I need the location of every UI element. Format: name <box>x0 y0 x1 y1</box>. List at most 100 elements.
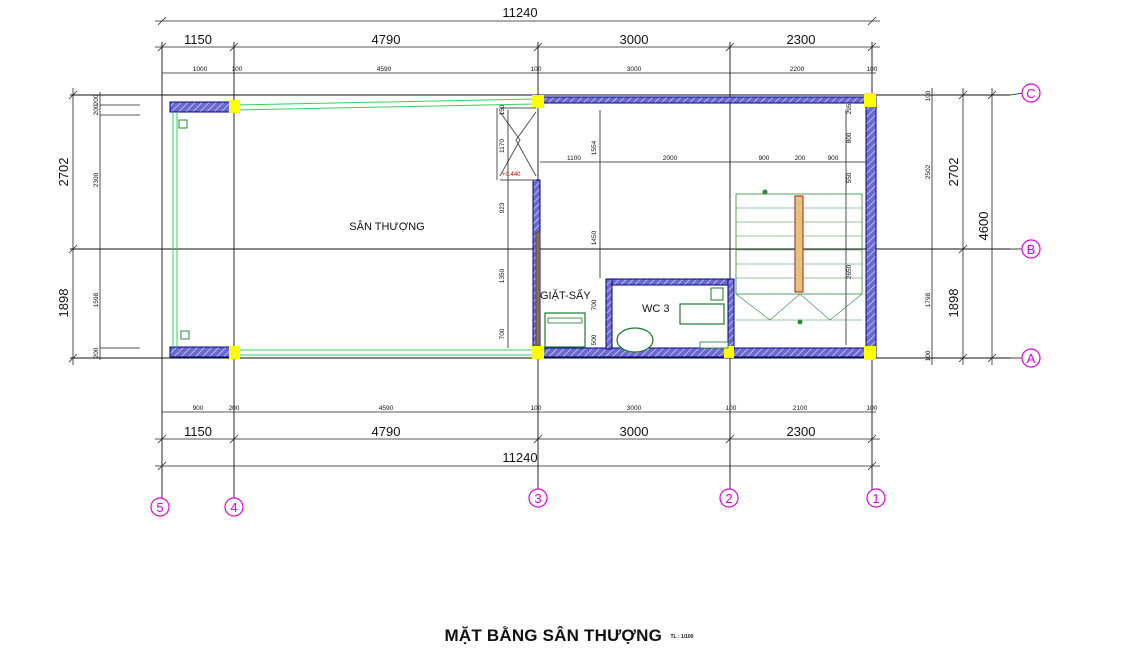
dim-top-main-3: 3000 <box>620 32 649 47</box>
dim-top-total: 11240 <box>502 5 537 20</box>
dim-bottom-detail-7: 2100 <box>793 405 808 412</box>
column <box>229 346 240 359</box>
room-label-wc: WC 3 <box>642 303 670 315</box>
dim-interior-17: 500 <box>591 334 598 345</box>
dim-top-main-4: 2300 <box>787 32 816 47</box>
washing-machine-icon <box>544 312 586 348</box>
dim-left-main-1: 2702 <box>56 158 71 187</box>
wc-wall-right <box>727 278 735 350</box>
top-dimensions: 11240 1150 4790 3000 2300 1000 100 4590 … <box>155 5 880 74</box>
dim-interior-14: 700 <box>499 328 506 339</box>
right-dimensions: 2502 1798 100 100 2702 1898 4600 <box>925 88 997 365</box>
dim-interior-6: 900 <box>828 155 839 162</box>
wc-wall-top <box>605 278 731 286</box>
wc-cabinet-icon <box>710 287 724 301</box>
drawing-scale: TL : 1/100 <box>670 633 694 640</box>
dim-top-detail-2: 100 <box>232 66 243 73</box>
dim-left-detail-5: 200 <box>93 347 100 358</box>
grid-row-c: C <box>1026 86 1035 101</box>
dim-top-detail-3: 4590 <box>377 66 392 73</box>
dim-bottom-total: 11240 <box>502 450 537 465</box>
column <box>229 100 240 113</box>
dim-bottom-detail-6: 100 <box>726 405 737 412</box>
dim-interior-4: 900 <box>759 155 770 162</box>
grid-row-a: A <box>1027 351 1036 366</box>
laundry-room: GIẶT-SẤY <box>540 289 591 348</box>
dim-right-main-2: 1898 <box>946 289 961 318</box>
left-dimensions: 2702 1898 2300 1598 200 200 200 <box>56 88 140 365</box>
dim-left-detail-4: 200 <box>93 104 100 115</box>
stair-marker-icon <box>797 319 803 325</box>
column <box>864 346 876 360</box>
structural-columns <box>229 93 876 360</box>
dim-interior-7: 800 <box>846 132 853 143</box>
room-label-laundry: GIẶT-SẤY <box>540 289 591 302</box>
dim-top-detail-6: 2200 <box>790 66 805 73</box>
column <box>724 346 734 358</box>
dim-right-detail-3: 100 <box>925 90 932 101</box>
grid-bubbles: 5 4 3 2 1 C B A <box>150 83 1041 517</box>
wc-wall-left <box>605 278 613 350</box>
wc-room: WC 3 <box>616 287 729 353</box>
dim-bottom-detail-2: 200 <box>229 405 240 412</box>
staircase <box>735 189 863 325</box>
dim-top-detail-4: 100 <box>531 66 542 73</box>
floor-drain-icon <box>180 330 190 340</box>
dim-top-detail-7: 100 <box>867 66 878 73</box>
dim-bottom-detail-8: 100 <box>867 405 878 412</box>
dim-interior-8: 295 <box>846 103 853 114</box>
entry-door: +0.440 <box>496 107 537 181</box>
grid-col-2: 2 <box>725 491 732 506</box>
dim-top-main-2: 4790 <box>372 32 401 47</box>
dim-top-detail-5: 3000 <box>627 66 642 73</box>
dim-bottom-main-1: 1150 <box>184 424 212 439</box>
dim-right-detail-2: 1798 <box>925 292 932 307</box>
dim-interior-5: 200 <box>795 155 806 162</box>
dim-left-detail-3: 200 <box>93 94 100 105</box>
sink-icon <box>616 327 654 353</box>
room-label-terrace: SÂN THƯỢNG <box>349 220 424 233</box>
wall-east <box>865 96 877 359</box>
building-walls <box>532 96 877 359</box>
dim-interior-9: 550 <box>846 172 853 183</box>
dim-interior-3: 2000 <box>663 155 678 162</box>
dim-bottom-detail-4: 100 <box>531 405 542 412</box>
dim-top-main-1: 1150 <box>184 32 212 47</box>
dim-bottom-main-3: 3000 <box>620 424 649 439</box>
dim-interior-13: 1350 <box>499 268 506 283</box>
dim-interior-18: 150 <box>499 104 506 115</box>
dim-interior-15: 2650 <box>846 264 853 279</box>
level-tag: +0.440 <box>502 172 521 178</box>
terrace-wall-bottom <box>169 346 235 358</box>
dim-bottom-detail-1: 900 <box>193 405 204 412</box>
stair-marker-icon <box>762 189 768 195</box>
dim-right-detail-1: 2502 <box>925 164 932 179</box>
dim-bottom-detail-5: 3000 <box>627 405 642 412</box>
toilet-icon <box>679 303 725 325</box>
interior-dimensions: 1100 1554 2000 900 200 900 800 295 550 1… <box>499 103 866 348</box>
floor-plan-drawing: 11240 1150 4790 3000 2300 1000 100 4590 … <box>56 5 1041 517</box>
dim-bottom-main-4: 2300 <box>787 424 816 439</box>
dim-bottom-main-2: 4790 <box>372 424 401 439</box>
dim-right-detail-4: 100 <box>925 350 932 361</box>
floor-drain-icon <box>178 119 188 129</box>
column <box>864 93 876 107</box>
grid-col-5: 5 <box>156 500 163 515</box>
grid-col-1: 1 <box>872 491 879 506</box>
stair-handrail <box>794 195 804 293</box>
dim-interior-2: 1554 <box>591 140 598 155</box>
dim-bottom-detail-3: 4590 <box>379 405 394 412</box>
dim-interior-10: 1170 <box>499 139 506 153</box>
dim-interior-11: 923 <box>499 202 506 213</box>
column <box>532 95 544 108</box>
dim-left-detail-1: 2300 <box>93 172 100 187</box>
grid-col-4: 4 <box>230 500 237 515</box>
dim-right-main-1: 2702 <box>946 158 961 187</box>
dim-interior-1: 1100 <box>567 155 581 162</box>
dim-left-main-2: 1898 <box>56 289 71 318</box>
dim-interior-12: 1450 <box>591 230 598 245</box>
drawing-title-block: MẶT BẰNG SÂN THƯỢNG TL : 1/100 <box>0 626 1138 646</box>
grid-row-b: B <box>1027 242 1036 257</box>
partition-door <box>535 231 541 347</box>
terrace-wall-top <box>169 101 235 113</box>
